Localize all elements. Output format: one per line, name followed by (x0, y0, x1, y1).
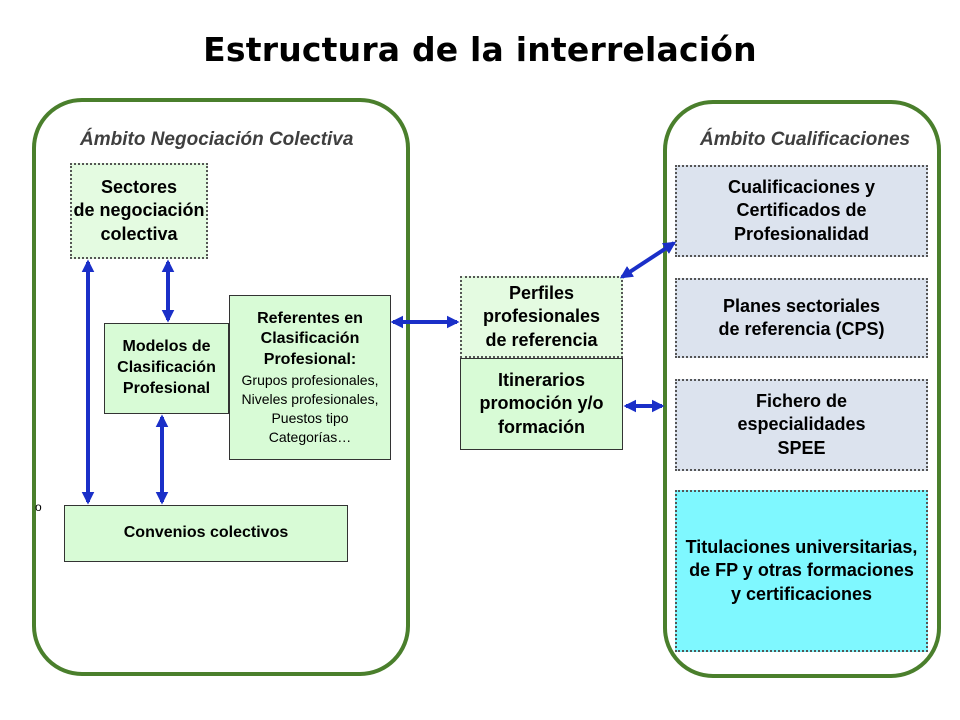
itinerarios-box: Itinerarios promoción y/o formación (460, 358, 623, 450)
itinerarios-line-1: Itinerarios (497, 369, 586, 390)
referentes-item-2: Niveles profesionales, (241, 390, 379, 407)
referentes-item-1: Grupos profesionales, (241, 371, 379, 388)
modelos-line-1: Modelos de (122, 338, 211, 356)
titulaciones-box: Titulaciones universitarias, de FP y otr… (675, 490, 928, 652)
sectores-box: Sectores de negociación colectiva (70, 163, 208, 259)
sectores-line-1: Sectores (100, 176, 178, 197)
modelos-line-2: Clasificación (117, 359, 216, 377)
perfiles-line-3: de referencia (485, 329, 598, 350)
cualificaciones-line-2: Certificados de (736, 200, 867, 221)
panel-label-negociacion: Ámbito Negociación Colectiva (80, 129, 354, 150)
referentes-item-3: Puestos tipo (271, 409, 349, 426)
titulaciones-line-2: de FP y otras formaciones (689, 560, 914, 581)
planes-line-1: Planes sectoriales (722, 295, 881, 316)
perfiles-box: Perfiles profesionales de referencia (460, 276, 623, 358)
referentes-heading-3: Profesional: (263, 351, 357, 369)
perfiles-line-1: Perfiles (508, 282, 575, 303)
sectores-line-2: de negociación (73, 200, 205, 221)
diagram-title: Estructura de la interrelación (203, 30, 757, 69)
referentes-item-4: Categorías… (268, 428, 352, 445)
convenios-box: Convenios colectivos (64, 505, 348, 562)
fichero-line-3: SPEE (777, 437, 826, 458)
titulaciones-line-1: Titulaciones universitarias, (685, 537, 918, 557)
fichero-box: Fichero de especialidades SPEE (675, 379, 928, 471)
itinerarios-line-3: formación (497, 416, 585, 437)
side-mark: o (35, 500, 42, 514)
cualificaciones-box: Cualificaciones y Certificados de Profes… (675, 165, 928, 257)
panel-label-cualificaciones: Ámbito Cualificaciones (700, 129, 911, 150)
fichero-line-2: especialidades (737, 414, 866, 435)
itinerarios-line-2: promoción y/o (479, 393, 604, 414)
referentes-box: Referentes en Clasificación Profesional:… (229, 295, 391, 460)
sectores-line-3: colectiva (100, 223, 178, 244)
referentes-heading-2: Clasificación (260, 330, 360, 348)
cualificaciones-line-1: Cualificaciones y (727, 176, 876, 197)
modelos-box: Modelos de Clasificación Profesional (104, 323, 229, 414)
fichero-line-1: Fichero de (755, 390, 848, 411)
titulaciones-line-3: y certificaciones (730, 583, 873, 604)
modelos-line-3: Profesional (122, 379, 211, 397)
arrow-perfiles-cualificaciones (619, 241, 677, 279)
perfiles-line-2: profesionales (482, 306, 601, 327)
planes-box: Planes sectoriales de referencia (CPS) (675, 278, 928, 358)
referentes-heading-1: Referentes en (257, 309, 363, 327)
cualificaciones-line-3: Profesionalidad (733, 223, 870, 244)
planes-line-2: de referencia (CPS) (718, 319, 885, 339)
convenios-label: Convenios colectivos (123, 524, 289, 542)
